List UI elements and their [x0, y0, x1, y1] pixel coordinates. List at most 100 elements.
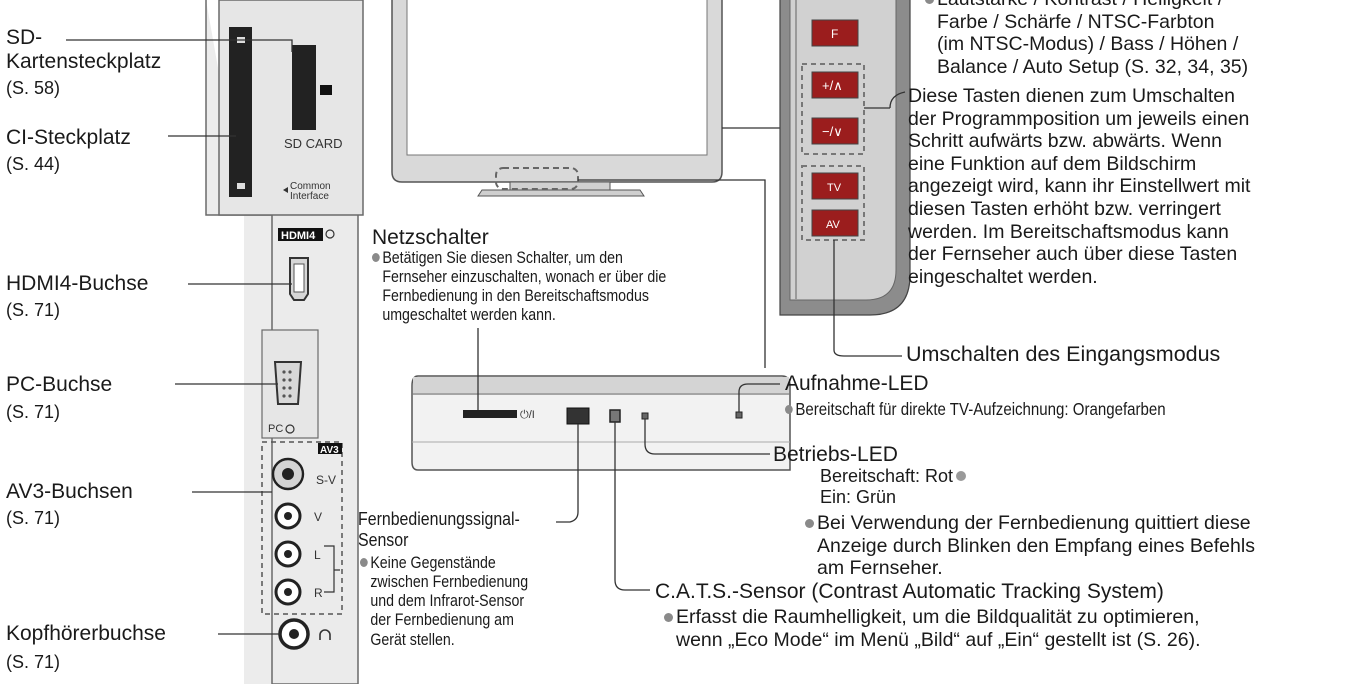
power-led-desc: Bei Verwendung der Fernbedienung quittie… [805, 512, 1255, 580]
input-button-frame [801, 165, 865, 241]
common-interface-text-2: Interface [290, 191, 329, 202]
remote-sensor-desc-4: der Fernbedienung am [370, 611, 514, 630]
power-led [641, 412, 649, 420]
bullet-icon [372, 253, 380, 262]
sd-card-text: SD CARD [284, 136, 343, 151]
headphone-label: Kopfhörerbuchse [6, 622, 166, 645]
ci-slot-bottom-mark [237, 183, 245, 189]
headphone-ref: (S. 71) [6, 652, 61, 672]
headphone-icon [319, 629, 331, 640]
program-buttons-desc-6: diesen Tasten erhöht bzw. verringert [908, 198, 1221, 221]
record-led-title: Aufnahme-LED [785, 372, 929, 395]
button-panel [779, 0, 911, 316]
tv-button[interactable] [811, 172, 859, 200]
tv-detail-highlight [495, 167, 579, 190]
program-buttons-desc-9: eingeschaltet werden. [908, 265, 1098, 288]
ci-slot [229, 27, 252, 197]
tv-monitor [391, 0, 782, 368]
function-list-2: Farbe / Schärfe / NTSC-Farbton [937, 10, 1215, 33]
power-led-title: Betriebs-LED [773, 443, 898, 466]
program-buttons-desc-7: werden. Im Bereitschaftsmodus kann [908, 220, 1229, 243]
bullet-icon [956, 471, 967, 481]
program-buttons-desc-4: eine Funktion auf dem Bildschirm [908, 152, 1197, 175]
tv-button-label: TV [827, 182, 842, 194]
program-button-frame [801, 63, 865, 155]
power-led-state: Bereitschaft: Rot Ein: Grün [820, 466, 967, 508]
pc-ref: (S. 71) [6, 402, 61, 422]
sv-text: S-V [316, 473, 336, 487]
netzschalter-desc-3: Fernbedienung in den Bereitschaftsmodus [382, 287, 649, 306]
program-up-button-label: +/∧ [822, 78, 843, 93]
program-down-button[interactable] [811, 117, 859, 145]
remote-sensor-desc-1: Keine Gegenstände [370, 554, 496, 572]
tv-stand [477, 189, 645, 197]
pc-label: PC-Buchse [6, 373, 113, 396]
hdmi4-port-text: HDMI4 [281, 230, 316, 242]
av-button-label: AV [826, 219, 841, 231]
remote-sensor-desc: Keine Gegenstände zwischen Fernbedienung… [360, 554, 528, 650]
av3-badge [318, 443, 342, 454]
netzschalter-desc-2: Fernseher einzuschalten, wonach er über … [382, 268, 667, 287]
power-led-state-1: Bereitschaft: Rot [820, 466, 954, 486]
v-text: V [314, 510, 322, 524]
av3-port-text: AV3 [320, 445, 339, 456]
side-panel: SD CARD Common Interface HDMI4 PC AV3 S-… [205, 0, 364, 684]
power-switch-label: ⏻/I [520, 409, 535, 421]
l-text: L [314, 548, 321, 562]
hdmi4-badge [278, 228, 323, 241]
remote-sensor-title-2: Sensor [358, 529, 409, 551]
bullet-icon [360, 558, 368, 567]
bullet-icon [925, 0, 934, 4]
remote-sensor-desc-5: Gerät stellen. [370, 630, 455, 649]
hdmi4-label: HDMI4-Buchse [6, 272, 149, 295]
remote-sensor-desc-2: zwischen Fernbedienung [370, 573, 529, 592]
arrow-left-icon [283, 187, 288, 193]
power-switch[interactable] [463, 410, 517, 418]
pc-port-text: PC [268, 423, 283, 435]
right-leader-lines [833, 91, 906, 357]
cats-desc-2: wenn „Eco Mode“ im Menü „Bild“ auf „Ein“… [676, 628, 1201, 651]
s-video-jack-center [282, 468, 294, 480]
av3-group-frame [261, 441, 343, 615]
audio-l-jack-center [284, 550, 292, 558]
sd-card-notch [320, 85, 332, 95]
sd-slot-label-2: Kartensteckplatz [6, 50, 162, 73]
hdmi4-ref: (S. 71) [6, 300, 61, 320]
tv-leader-down [578, 179, 766, 368]
common-interface-text-1: Common [290, 181, 331, 192]
pc-port-pins [282, 370, 292, 398]
av-button[interactable] [811, 209, 859, 237]
ci-slot-ref: (S. 44) [6, 154, 61, 174]
function-list: Lautstärke / Kontrast / Helligkeit / Far… [925, 0, 1248, 78]
remote-sensor-title: Fernbedienungssignal- Sensor [358, 508, 520, 551]
power-led-desc-2: Anzeige durch Blinken den Empfang eines … [817, 534, 1255, 557]
cats-sensor [609, 409, 621, 423]
left-leader-lines [66, 39, 293, 635]
remote-sensor [566, 407, 590, 425]
f-button-label: F [831, 27, 838, 41]
panel-buttons: F +/∧ −/∨ TV AV [811, 19, 859, 237]
program-buttons-desc-1: Diese Tasten dienen zum Umschalten [908, 85, 1235, 107]
cats-desc: Erfasst die Raumhelligkeit, um die Bildq… [664, 606, 1201, 651]
record-led-desc-text: Bereitschaft für direkte TV-Aufzeichnung… [795, 399, 1166, 419]
hdmi4-port-icon [325, 229, 335, 239]
function-list-4: Balance / Auto Setup (S. 32, 34, 35) [937, 55, 1249, 78]
lr-bracket [324, 545, 340, 593]
program-down-button-label: −/∨ [822, 124, 843, 139]
function-list-3: (im NTSC-Modus) / Bass / Höhen / [937, 33, 1239, 56]
r-text: R [314, 586, 323, 600]
program-buttons-desc-8: der Fernseher auch über diese Tasten [908, 243, 1238, 266]
front-panel: ⏻/I [411, 375, 791, 471]
netzschalter-desc: Betätigen Sie diesen Schalter, um den Fe… [372, 249, 666, 326]
program-buttons-desc: Diese Tasten dienen zum Umschalten der P… [908, 85, 1250, 288]
remote-sensor-desc-3: und dem Infrarot-Sensor [370, 592, 525, 611]
program-up-button[interactable] [811, 71, 859, 99]
ci-slot-label: CI-Steckplatz [6, 126, 131, 149]
cats-desc-1: Erfasst die Raumhelligkeit, um die Bildq… [676, 606, 1200, 628]
f-button[interactable] [811, 19, 859, 47]
power-led-desc-1: Bei Verwendung der Fernbedienung quittie… [817, 512, 1251, 534]
front-panel-top-band [413, 377, 789, 393]
av3-label: AV3-Buchsen [6, 480, 133, 503]
pc-port [273, 361, 303, 405]
